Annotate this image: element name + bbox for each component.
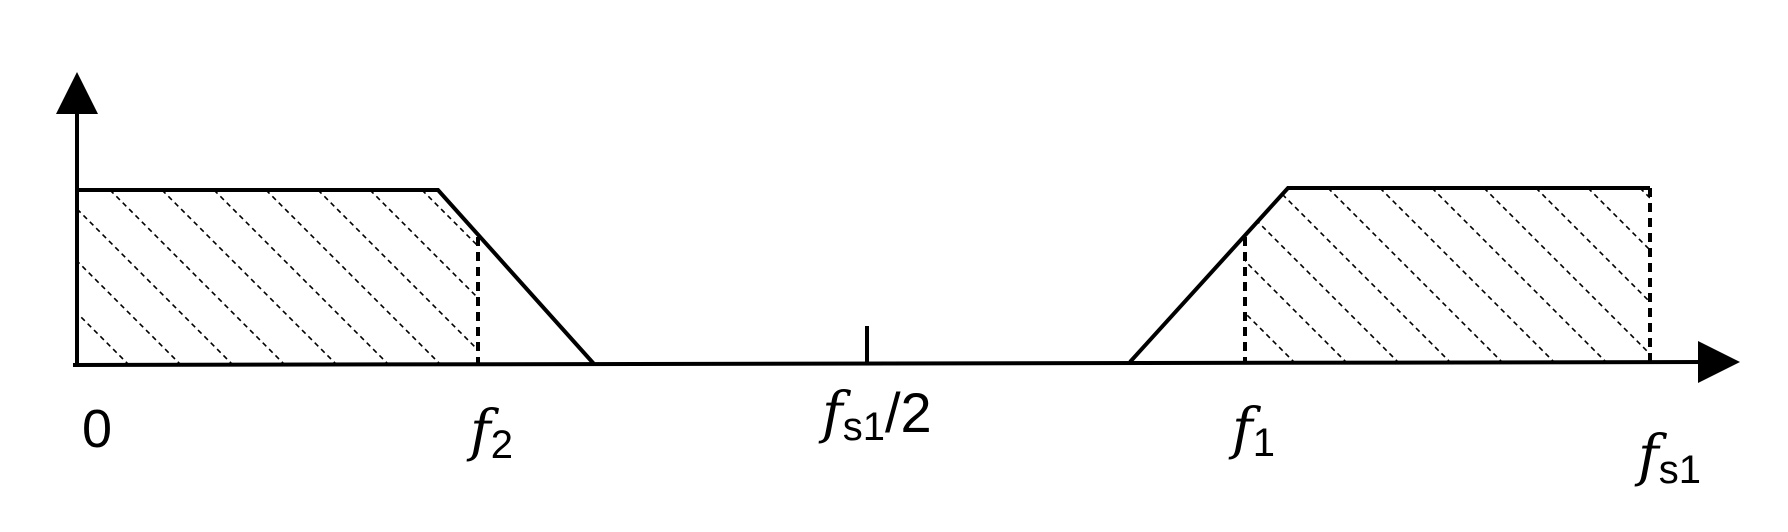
sample-rate-label: fs1 <box>1634 424 1701 492</box>
hatch-stroke <box>77 190 78 365</box>
hatch-stroke <box>1431 188 1610 365</box>
hatch-stroke <box>161 190 338 365</box>
hatch-stroke <box>1245 188 1298 365</box>
hatch-stroke <box>109 190 286 365</box>
hatch-stroke <box>265 190 442 365</box>
origin-label: 0 <box>82 399 112 459</box>
hatch-stroke <box>317 190 478 365</box>
f1-label-subscript: 1 <box>1253 421 1275 465</box>
half-sample-rate-label-suffix: /2 <box>885 381 932 444</box>
hatch-stroke <box>1535 188 1650 365</box>
hatch-stroke <box>1483 188 1650 365</box>
hatch-stroke <box>1245 188 1402 365</box>
vertical-axis-arrowhead <box>56 72 98 114</box>
hatch-stroke <box>1587 188 1650 365</box>
hatch-stroke <box>77 190 234 365</box>
hatch-stroke <box>77 190 130 365</box>
right-band-outline <box>1128 186 1650 364</box>
hatch-stroke <box>1639 188 1650 365</box>
hatch-stroke <box>1327 188 1506 365</box>
f2-label-subscript: 2 <box>491 423 513 467</box>
sample-rate-label-subscript: s1 <box>1659 448 1701 492</box>
f1-label: f1 <box>1228 397 1275 465</box>
left-band-hatch <box>77 190 478 365</box>
left-band-outline <box>77 188 596 366</box>
horizontal-axis-arrowhead <box>1698 341 1740 383</box>
right-band-hatch <box>1245 188 1650 365</box>
hatch-stroke <box>473 190 478 365</box>
hatch-stroke <box>1275 188 1454 365</box>
hatch-stroke <box>1245 188 1350 365</box>
half-sample-rate-label: fs1/2 <box>818 381 932 449</box>
hatch-stroke <box>1379 188 1558 365</box>
hatch-stroke <box>213 190 390 365</box>
hatch-stroke <box>1245 188 1246 365</box>
f2-label: f2 <box>466 399 513 467</box>
half-sample-rate-label-subscript: s1 <box>843 405 885 449</box>
hatch-stroke <box>77 190 182 365</box>
horizontal-axis <box>72 360 1706 367</box>
